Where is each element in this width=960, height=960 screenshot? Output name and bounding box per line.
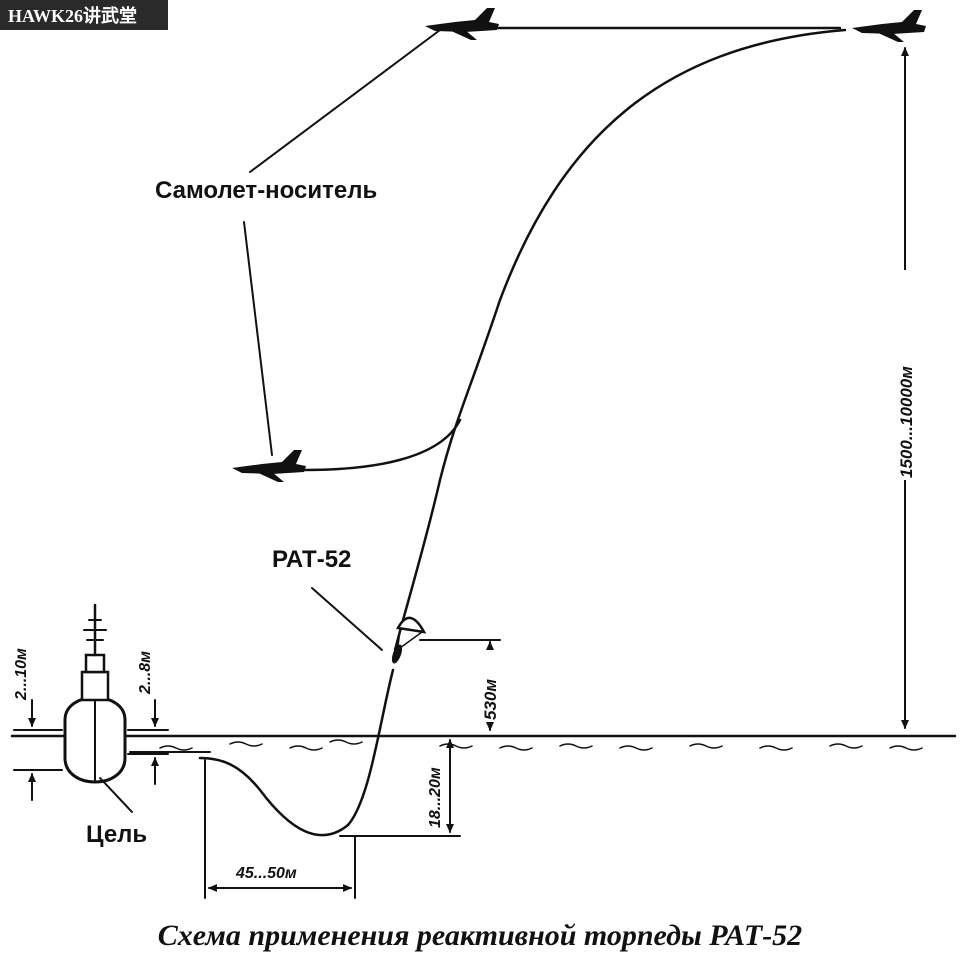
low-aircraft-trajectory bbox=[303, 418, 462, 472]
dim-ship-draft: 2...8м bbox=[127, 651, 169, 785]
target-ship bbox=[63, 603, 127, 784]
watermark-text: HAWK26讲武堂 bbox=[8, 5, 137, 26]
target-leader-line bbox=[99, 777, 133, 813]
underwater-trajectory bbox=[198, 668, 395, 837]
missile-leader-line bbox=[311, 587, 383, 651]
label-carrier-aircraft: Самолет-носитель bbox=[155, 177, 377, 204]
dim-underwater-run: 45...50м bbox=[204, 759, 356, 899]
watermark-box: HAWK26讲武堂 bbox=[0, 0, 168, 30]
label-underwater-run: 45...50м bbox=[235, 865, 297, 882]
carrier-aircraft-high-right bbox=[852, 10, 926, 42]
label-release-altitude: 1500...10000м bbox=[897, 366, 916, 478]
carrier-aircraft-low bbox=[232, 450, 306, 482]
label-ship-draft: 2...8м bbox=[137, 651, 154, 695]
sea-surface bbox=[10, 734, 957, 753]
label-dive-depth: 18...20м bbox=[427, 767, 444, 828]
carrier-leader-top bbox=[249, 29, 441, 173]
dim-dive-depth: 18...20м bbox=[339, 739, 461, 837]
dim-parachute-height: 530м bbox=[419, 639, 502, 731]
dim-ship-height: 2...10м bbox=[13, 648, 63, 801]
label-parachute-height: 530м bbox=[481, 679, 500, 720]
label-missile: РАТ-52 bbox=[272, 546, 351, 573]
carrier-leader-bottom bbox=[243, 221, 273, 456]
missile-trajectory bbox=[393, 28, 847, 652]
dim-release-altitude: 1500...10000м bbox=[894, 47, 916, 729]
caption: Схема применения реактивной торпеды РАТ-… bbox=[158, 919, 802, 952]
carrier-aircraft-high-left bbox=[425, 8, 499, 40]
label-ship-height: 2...10м bbox=[13, 648, 30, 701]
label-target: Цель bbox=[86, 821, 147, 848]
parachute-icon bbox=[391, 616, 427, 664]
